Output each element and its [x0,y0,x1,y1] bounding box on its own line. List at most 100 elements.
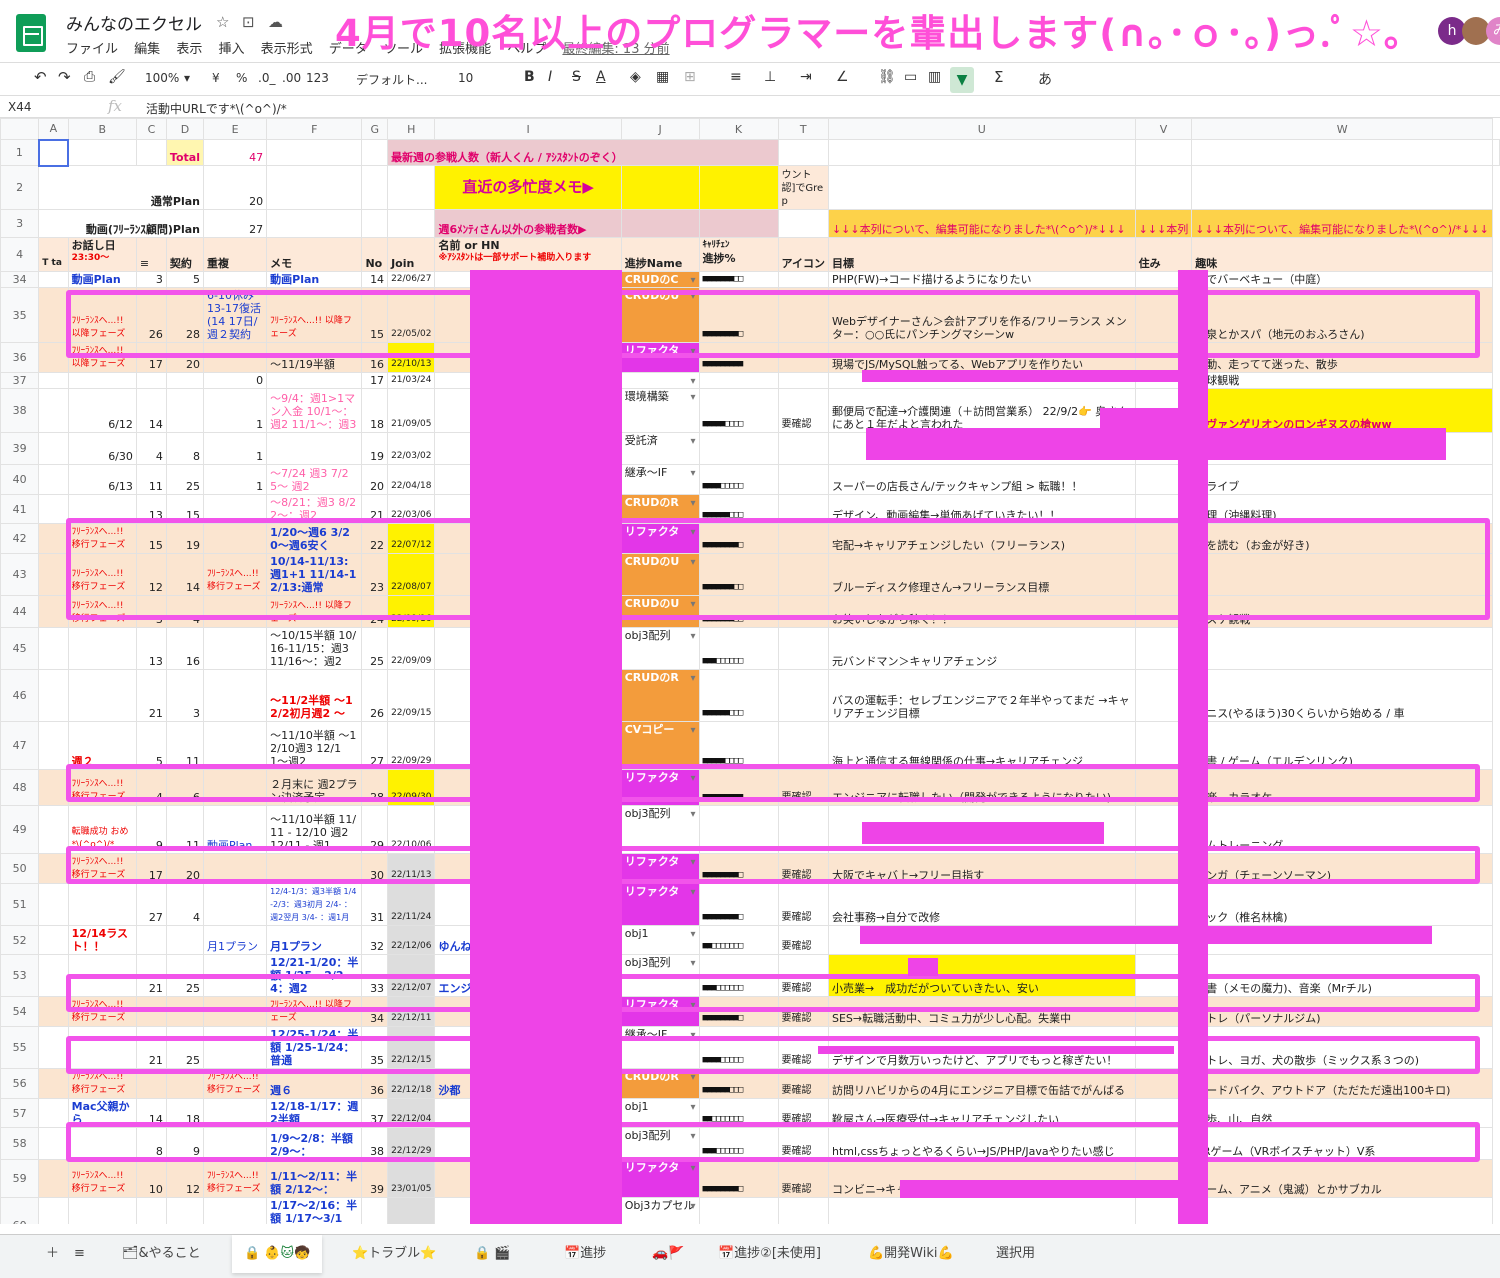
borders-icon[interactable]: ▦ [656,69,670,85]
residence-cell[interactable] [1134,432,1193,465]
name-cell[interactable] [434,1197,622,1224]
goal-cell[interactable]: PHP(FW)→コード描けるようになりたい [827,271,1136,288]
residence-cell[interactable] [1134,1197,1193,1224]
talk-date-cell[interactable]: 転職成功 おめ*\(^o^)/* [67,805,137,854]
column-header[interactable]: A [38,118,69,140]
contract-cell[interactable]: 11 [165,805,204,854]
residence-cell[interactable] [1134,1127,1193,1160]
contract-cell[interactable]: 25 [165,464,204,495]
cell[interactable] [38,271,69,288]
cell[interactable]: 10 [135,1159,167,1198]
join-date-cell[interactable]: 21/03/24 [387,372,436,389]
progress-name-select[interactable]: Obj3カプセル [620,1197,700,1224]
cell[interactable] [361,139,389,166]
hobby-cell[interactable]: エヴァンゲリオンのロンギヌスの槍ww [1191,388,1493,433]
col-header-cell[interactable]: アイコン [777,237,829,272]
duplicate-cell[interactable]: 月1プラン [202,925,268,955]
cell[interactable]: 21 [135,954,167,997]
talk-date-cell[interactable] [67,627,137,670]
cell[interactable] [827,139,1136,166]
zoom-select[interactable]: 100% [145,71,180,85]
col-header-cell[interactable]: 名前 or HN※ｱｼｽﾀﾝﾄは一部サポート補助入ります [434,237,622,272]
residence-cell[interactable] [1134,271,1193,288]
icon-status-cell[interactable] [777,432,829,465]
weekly-count-label[interactable]: 最新週の参戦人数（新人くん / ｱｼｽﾀﾝﾄのぞく） [387,139,779,166]
cell[interactable]: 9 [135,805,167,854]
text-rotate-icon[interactable]: ∠ [836,69,849,85]
contract-cell[interactable]: 20 [165,342,204,373]
menu-insert[interactable]: 挿入 [218,42,245,57]
col-header-cell[interactable]: ≡ [135,237,167,272]
cell[interactable]: 3 [135,271,167,288]
cell[interactable] [38,1068,69,1099]
duplicate-cell[interactable] [202,523,268,554]
progress-name-select[interactable]: リファクタ [620,523,700,554]
name-cell[interactable] [434,464,622,495]
residence-cell[interactable] [1134,1159,1193,1198]
contract-cell[interactable]: 6 [165,769,204,806]
goal-cell[interactable]: Webデザイナーさん＞会計アプリを作る/フリーランス メンター：○○氏にパンチン… [827,287,1136,343]
icon-status-cell[interactable] [777,805,829,854]
progress-name-select[interactable]: obj3配列 [620,627,700,670]
talk-date-cell[interactable]: ﾌﾘｰﾗﾝｽへ...!! 以降フェーズ [67,342,137,373]
cell[interactable]: 15 [135,1197,167,1224]
goal-cell[interactable]: html,cssちょっとやるくらい→JS/PHP/Javaやりたい感じ [827,1127,1136,1160]
goal-cell[interactable]: 元バンドマン＞キャリアチェンジ [827,627,1136,670]
row-number[interactable]: 42 [0,523,40,554]
memo-cell[interactable]: 12/18-1/17：週2半額 [266,1098,363,1128]
duplicate-cell[interactable]: ﾌﾘｰﾗﾝｽへ...!! 移行フェーズ [202,553,268,596]
align-icon[interactable]: ≡ [730,69,742,85]
residence-cell[interactable] [1134,853,1193,884]
progress-name-select[interactable] [620,372,700,389]
increase-decimal-button[interactable]: .00 [282,71,302,85]
cell[interactable] [698,209,779,238]
cell[interactable] [38,388,69,433]
cell[interactable] [38,523,69,554]
memo-cell[interactable]: 〜8/21：週3 8/22〜：週2 [266,494,363,524]
icon-status-cell[interactable]: 要確認 [777,1098,829,1128]
number-cell[interactable]: 36 [361,1068,389,1099]
name-cell[interactable] [434,1098,622,1128]
cell[interactable] [1191,139,1493,166]
residence-cell[interactable] [1134,372,1193,389]
cell[interactable]: 4 [135,432,167,465]
join-date-cell[interactable]: 22/07/12 [387,523,436,554]
join-date-cell[interactable]: 22/11/13 [387,853,436,884]
cell[interactable] [38,853,69,884]
join-date-cell[interactable]: 22/09/15 [387,669,436,722]
row-number[interactable]: 38 [0,388,40,433]
residence-cell[interactable] [1134,388,1193,433]
plan-label[interactable]: 通常Plan [38,165,204,210]
cell[interactable]: 27 [135,883,167,926]
editable-notice[interactable]: ↓↓↓本列 [1134,209,1193,238]
column-header[interactable]: J [620,118,700,140]
hobby-cell[interactable]: 本を読む（お金が好き) [1191,523,1493,554]
col-header-cell[interactable]: 趣味 [1191,237,1493,272]
memo-cell[interactable]: 〜10/15半額 10/16-11/15：週3 11/16〜：週2 [266,627,363,670]
number-cell[interactable]: 24 [361,595,389,628]
selected-cell[interactable] [37,138,70,167]
icon-status-cell[interactable]: 要確認 [777,388,829,433]
col-header-cell[interactable]: 住み [1134,237,1193,272]
duplicate-cell[interactable]: ﾌﾘｰﾗﾝｽへ...!! 移行フェーズ [202,1159,268,1198]
contract-cell[interactable]: 20 [165,853,204,884]
number-cell[interactable]: 23 [361,553,389,596]
memo-cell[interactable]: 12/4-1/3：週3半額 1/4-2/3：週3初月 2/4- ：週2翌月 3/… [266,883,363,926]
cell[interactable]: 21 [135,669,167,722]
talk-date-cell[interactable]: ﾌﾘｰﾗﾝｽへ...!! 移行フェーズ [67,1068,137,1099]
talk-date-cell[interactable]: ﾌﾘｰﾗﾝｽへ...!! 移行フェーズ [67,996,137,1027]
name-cell[interactable] [434,494,622,524]
goal-cell[interactable]: エンジニアに転職したい（開発ができるようになりたい) [827,769,1136,806]
menu-extensions[interactable]: 拡張機能 [439,42,492,57]
cell[interactable]: 14 [135,388,167,433]
name-cell[interactable] [434,769,622,806]
contract-cell[interactable] [165,1068,204,1099]
contract-cell[interactable]: 17 [165,1197,204,1224]
talk-date-cell[interactable] [67,1127,137,1160]
column-header[interactable]: T [777,118,829,140]
number-cell[interactable]: 14 [361,271,389,288]
cell[interactable] [266,139,363,166]
tab-trouble[interactable]: ⭐トラブル⭐ [352,1246,437,1261]
goal-cell[interactable]: 海上と通信する無線関係の仕事→キャリアチェンジ [827,721,1136,770]
number-cell[interactable]: 29 [361,805,389,854]
